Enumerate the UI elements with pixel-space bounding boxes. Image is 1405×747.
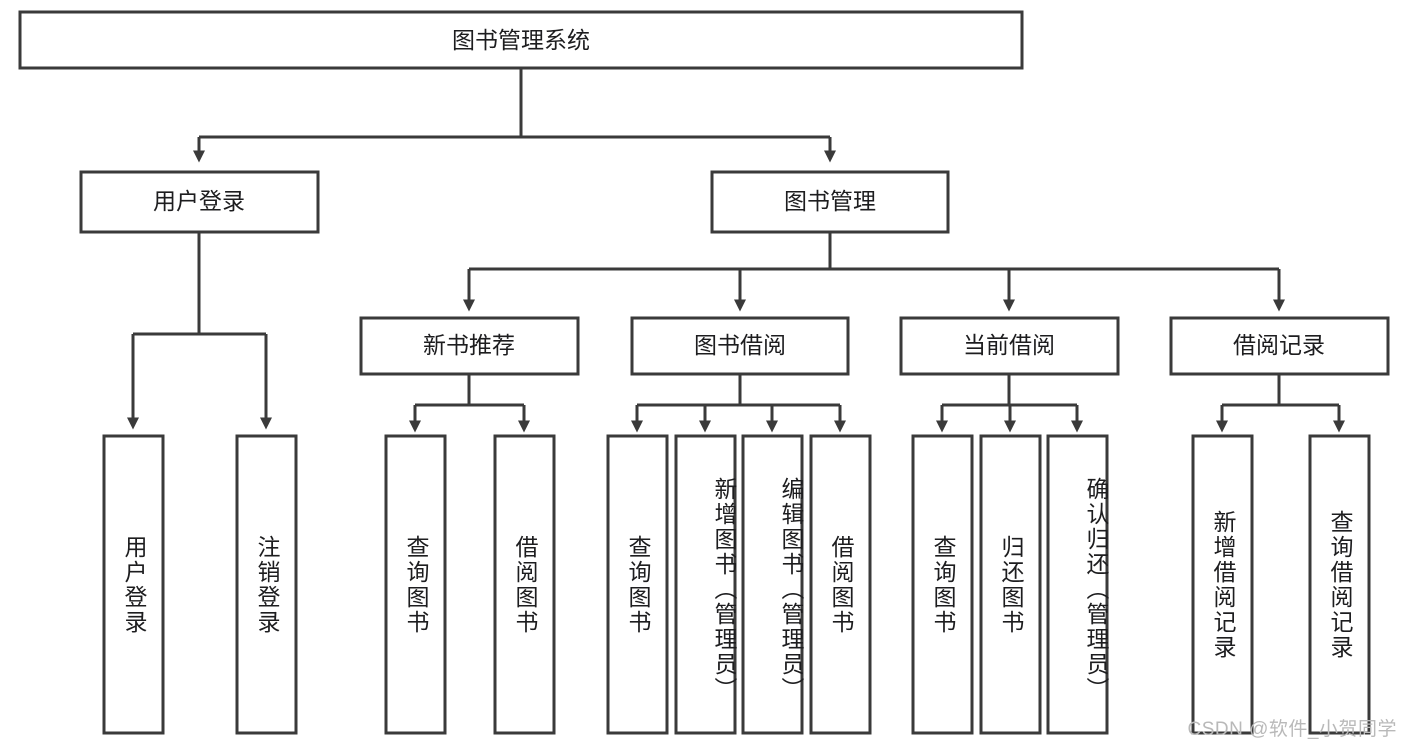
node-new-book-recommend[interactable] [359, 316, 580, 376]
node-leaf-query-record[interactable] [1308, 434, 1371, 735]
node-book-manage[interactable] [710, 170, 950, 234]
node-current-borrow[interactable] [899, 316, 1120, 376]
watermark: CSDN @软件_小贺同学 [1187, 719, 1397, 740]
node-leaf-add-record[interactable] [1191, 434, 1254, 735]
label-current-borrow: 当前借阅 [963, 332, 1055, 358]
node-user-login[interactable] [79, 170, 320, 234]
node-leaf-logout[interactable] [235, 434, 298, 735]
node-leaf-return-book[interactable] [979, 434, 1042, 735]
node-leaf-borrow-book-1[interactable] [493, 434, 556, 735]
nodes [18, 10, 1390, 735]
node-leaf-query-book-2[interactable] [606, 434, 669, 735]
node-leaf-add-book[interactable] [674, 434, 737, 735]
node-leaf-query-book-3[interactable] [911, 434, 974, 735]
label-new-book-recommend: 新书推荐 [423, 332, 515, 358]
node-book-borrow[interactable] [630, 316, 850, 376]
node-leaf-query-book-1[interactable] [384, 434, 447, 735]
node-leaf-confirm-return[interactable] [1046, 434, 1109, 735]
label-book-manage: 图书管理 [784, 188, 876, 214]
node-leaf-user-login[interactable] [102, 434, 165, 735]
label-borrow-record: 借阅记录 [1233, 332, 1325, 358]
connectors [127, 68, 1345, 433]
label-book-borrow: 图书借阅 [694, 332, 786, 358]
label-user-login: 用户登录 [153, 188, 245, 214]
node-labels: 图书管理系统 用户登录 图书管理 新书推荐 图书借阅 当前借阅 借阅记录 [153, 27, 1325, 358]
node-leaf-edit-book[interactable] [741, 434, 804, 735]
node-borrow-record[interactable] [1169, 316, 1390, 376]
node-root[interactable] [18, 10, 1024, 70]
label-root: 图书管理系统 [452, 27, 590, 53]
node-leaf-borrow-book-2[interactable] [809, 434, 872, 735]
